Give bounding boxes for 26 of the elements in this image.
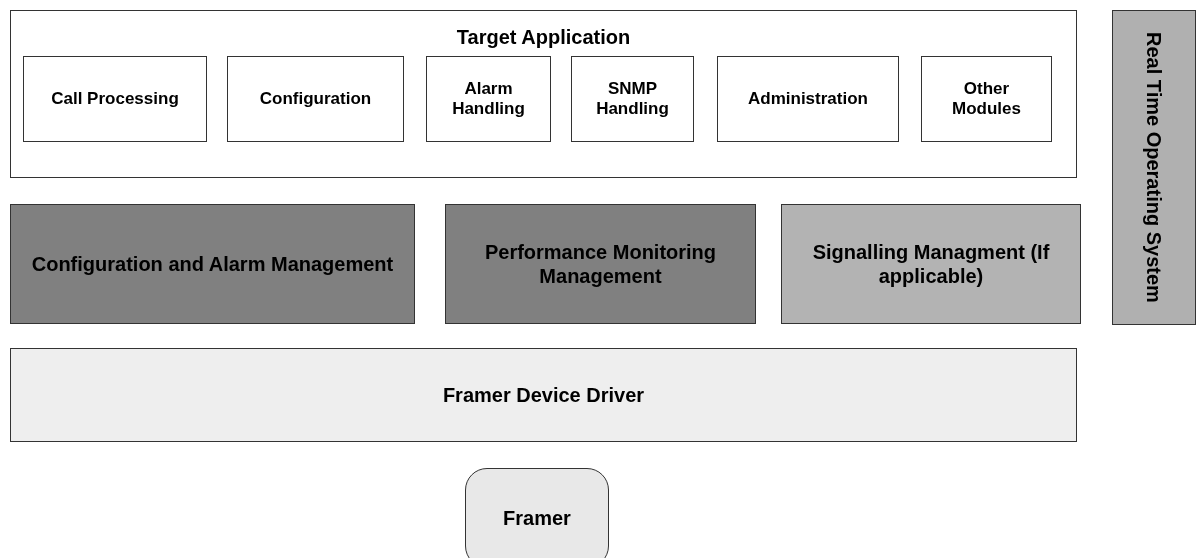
module-box: [426, 56, 551, 142]
layer-bar: [10, 348, 1077, 442]
node-label: Real Time Operating System: [1142, 32, 1166, 303]
node-label: Framer Device Driver: [442, 383, 645, 407]
node-label: Call Processing: [51, 88, 179, 110]
node-label: Target Application: [456, 25, 631, 49]
layer-panel: [10, 10, 1077, 178]
node-label: Administration: [748, 88, 868, 110]
node-label: Performance Monitoring Management: [483, 240, 718, 288]
node-label: Configuration: [259, 88, 372, 110]
device-box: [465, 468, 609, 558]
module-box: [23, 56, 207, 142]
node-label: Signalling Managment (If applicable): [811, 240, 1051, 288]
module-box: [717, 56, 899, 142]
layer-bar: [781, 204, 1081, 324]
layer-bar: [445, 204, 756, 324]
layer-bar: [10, 204, 415, 324]
node-label: Other Modules: [951, 78, 1022, 120]
node-label: SNMP Handling: [595, 78, 670, 120]
module-box: [921, 56, 1052, 142]
node-label: Configuration and Alarm Management: [31, 252, 394, 276]
module-box: [227, 56, 404, 142]
node-label: Alarm Handling: [451, 78, 526, 120]
module-box: [571, 56, 694, 142]
node-label: Framer: [503, 506, 571, 530]
side-panel: [1112, 10, 1196, 325]
